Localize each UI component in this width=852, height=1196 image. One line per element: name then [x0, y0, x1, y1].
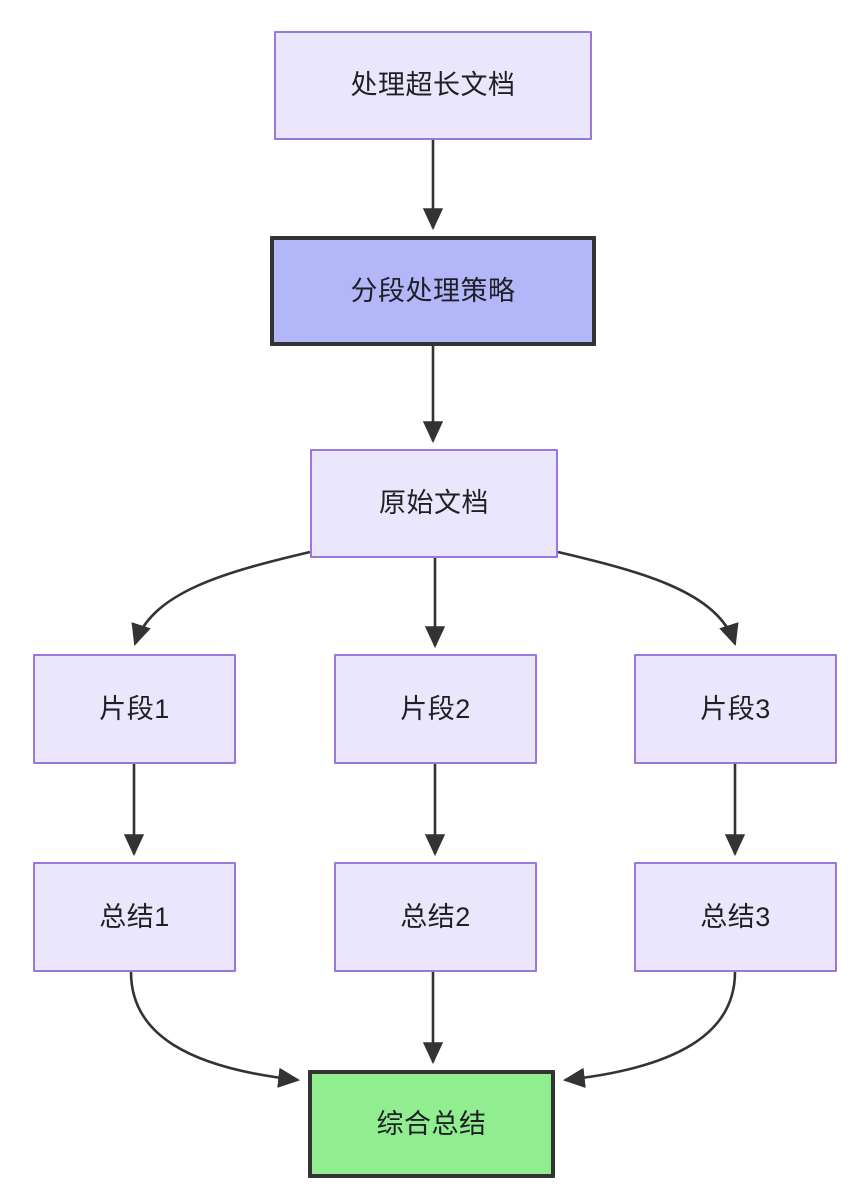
edge-summary1-to-final — [129, 971, 301, 1088]
node-summary-3[interactable]: 总结3 — [634, 862, 837, 972]
node-chunk-2[interactable]: 片段2 — [334, 654, 537, 764]
node-root-label: 处理超长文档 — [350, 70, 516, 101]
node-final-summary[interactable]: 综合总结 — [308, 1070, 555, 1178]
node-strategy-label: 分段处理策略 — [350, 275, 516, 306]
node-strategy[interactable]: 分段处理策略 — [270, 236, 596, 346]
node-chunk-2-label: 片段2 — [400, 693, 471, 724]
node-root[interactable]: 处理超长文档 — [274, 31, 592, 140]
node-source-document[interactable]: 原始文档 — [310, 449, 558, 558]
edge-summary3-to-final — [562, 971, 737, 1088]
node-summary-2-label: 总结2 — [400, 901, 471, 932]
node-final-summary-label: 综合总结 — [376, 1108, 487, 1139]
node-chunk-1[interactable]: 片段1 — [33, 654, 236, 764]
edge-source-to-chunk1 — [131, 550, 311, 646]
node-summary-1-label: 总结1 — [99, 901, 170, 932]
node-summary-2[interactable]: 总结2 — [334, 862, 537, 972]
node-summary-1[interactable]: 总结1 — [33, 862, 236, 972]
node-chunk-3-label: 片段3 — [700, 693, 771, 724]
node-chunk-1-label: 片段1 — [99, 693, 170, 724]
node-chunk-3[interactable]: 片段3 — [634, 654, 837, 764]
node-summary-3-label: 总结3 — [700, 901, 771, 932]
edge-source-to-chunk3 — [557, 550, 739, 646]
node-source-document-label: 原始文档 — [379, 488, 489, 519]
